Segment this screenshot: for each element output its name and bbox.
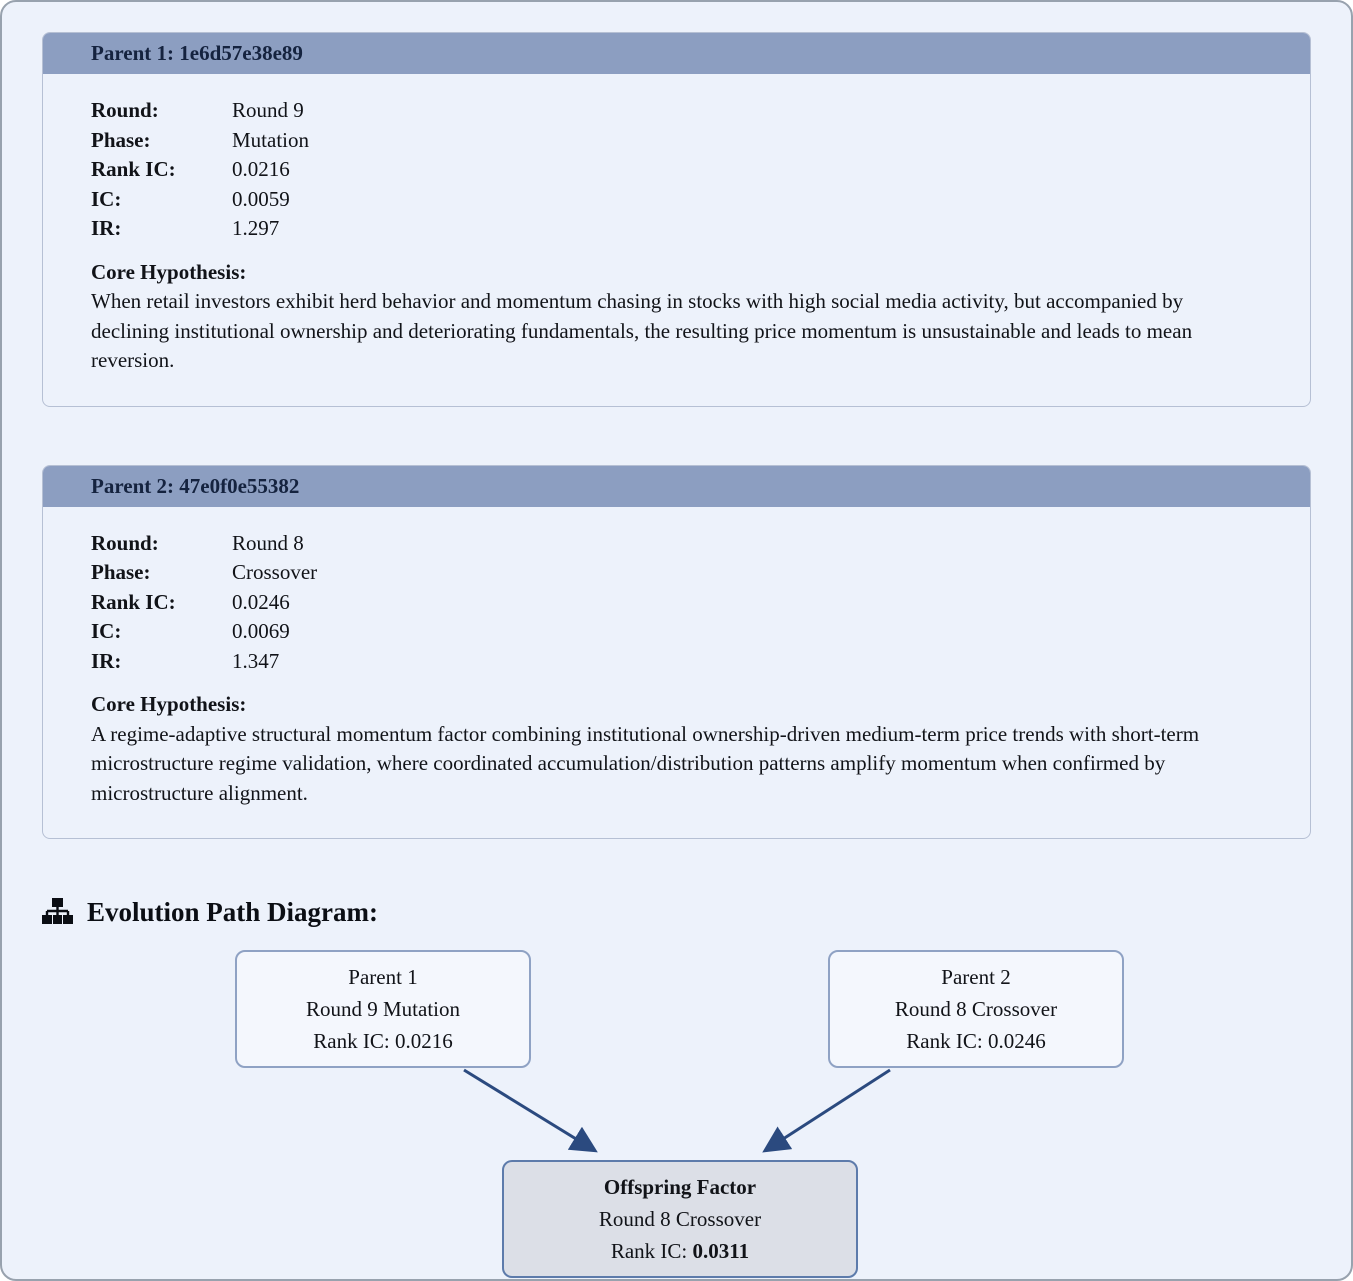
field-label: IC: xyxy=(91,186,122,211)
parent2-node: Parent 2 Round 8 Crossover Rank IC: 0.02… xyxy=(828,950,1124,1068)
parent2-core-hypothesis-text: A regime-adaptive structural momentum fa… xyxy=(91,721,1200,805)
parent1-core-hypothesis-label: Core Hypothesis: xyxy=(91,259,247,284)
diagram-heading-label: Evolution Path Diagram: xyxy=(87,897,379,927)
parent1-field-ir: IR: 1.297 xyxy=(91,214,1262,244)
field-value: Crossover xyxy=(232,560,318,584)
field-label: Phase: xyxy=(91,560,151,584)
arrow-parent2-to-offspring xyxy=(762,1068,891,1153)
parent1-node-subtitle: Round 9 Mutation xyxy=(305,997,460,1021)
field-label: Round: xyxy=(91,530,159,555)
evolution-path-diagram: Parent 1 Round 9 Mutation Rank IC: 0.021… xyxy=(42,938,1311,1279)
field-label: Phase: xyxy=(91,127,151,152)
field-value: 0.0216 xyxy=(232,157,290,181)
parent1-card: Parent 1: 1e6d57e38e89 Round: Round 9 Ph… xyxy=(42,32,1311,407)
parent1-card-header: Parent 1: 1e6d57e38e89 xyxy=(43,33,1310,74)
field-value: 1.297 xyxy=(232,216,280,240)
parent1-field-ic: IC: 0.0059 xyxy=(91,185,1262,215)
parent1-node-metric: Rank IC: 0.0216 xyxy=(313,1029,453,1053)
parent2-field-ic: IC: 0.0069 xyxy=(91,617,1262,647)
field-label: Round: xyxy=(91,98,159,122)
arrow-parent1-to-offspring xyxy=(463,1068,598,1153)
parent1-card-body: Round: Round 9 Phase: Mutation Rank IC: … xyxy=(43,74,1310,406)
offspring-node-subtitle: Round 8 Crossover xyxy=(598,1207,762,1231)
parent1-core-hypothesis-text: When retail investors exhibit herd behav… xyxy=(91,289,1193,372)
field-value: 0.0246 xyxy=(232,589,290,614)
offspring-node: Offspring Factor Round 8 Crossover Rank … xyxy=(502,1160,858,1278)
parent2-card-header: Parent 2: 47e0f0e55382 xyxy=(43,465,1310,507)
parent2-node-title: Parent 2 xyxy=(941,965,1011,989)
parent1-field-phase: Phase: Mutation xyxy=(91,126,1262,156)
diagram-heading: Evolution Path Diagram: xyxy=(42,897,1311,928)
parent2-field-phase: Phase: Crossover xyxy=(91,558,1262,588)
sitemap-icon xyxy=(42,898,73,927)
field-label: IC: xyxy=(91,619,122,643)
parent2-field-round: Round: Round 8 xyxy=(91,529,1262,559)
offspring-node-title: Offspring Factor xyxy=(603,1175,757,1199)
field-label: IR: xyxy=(91,216,122,240)
parent2-node-subtitle: Round 8 Crossover xyxy=(894,997,1058,1021)
parent2-core-hypothesis-label: Core Hypothesis: xyxy=(91,692,247,716)
field-value: 0.0069 xyxy=(232,619,290,643)
field-value: Round 8 xyxy=(232,530,304,555)
field-label: IR: xyxy=(91,648,122,673)
field-value: Round 9 xyxy=(232,98,304,122)
parent1-field-round: Round: Round 9 xyxy=(91,96,1262,126)
offspring-metric-prefix: Rank IC: xyxy=(610,1239,693,1263)
parent1-field-rank-ic: Rank IC: 0.0216 xyxy=(91,155,1262,185)
parent2-card-body: Round: Round 8 Phase: Crossover Rank IC:… xyxy=(43,507,1310,839)
parent2-card: Parent 2: 47e0f0e55382 Round: Round 8 Ph… xyxy=(42,464,1311,839)
field-value: Mutation xyxy=(232,127,309,152)
parent2-field-ir: IR: 1.347 xyxy=(91,647,1262,677)
parent1-node-title: Parent 1 xyxy=(348,965,418,989)
field-label: Rank IC: xyxy=(91,589,176,614)
parent2-node-metric: Rank IC: 0.0246 xyxy=(906,1029,1046,1053)
field-value: 0.0059 xyxy=(232,186,290,211)
field-label: Rank IC: xyxy=(91,157,176,181)
offspring-metric-value: 0.0311 xyxy=(692,1239,750,1263)
field-value: 1.347 xyxy=(232,648,280,673)
parent2-field-rank-ic: Rank IC: 0.0246 xyxy=(91,588,1262,618)
parent1-node: Parent 1 Round 9 Mutation Rank IC: 0.021… xyxy=(235,950,531,1068)
offspring-node-metric: Rank IC: 0.0311 xyxy=(514,1235,846,1267)
